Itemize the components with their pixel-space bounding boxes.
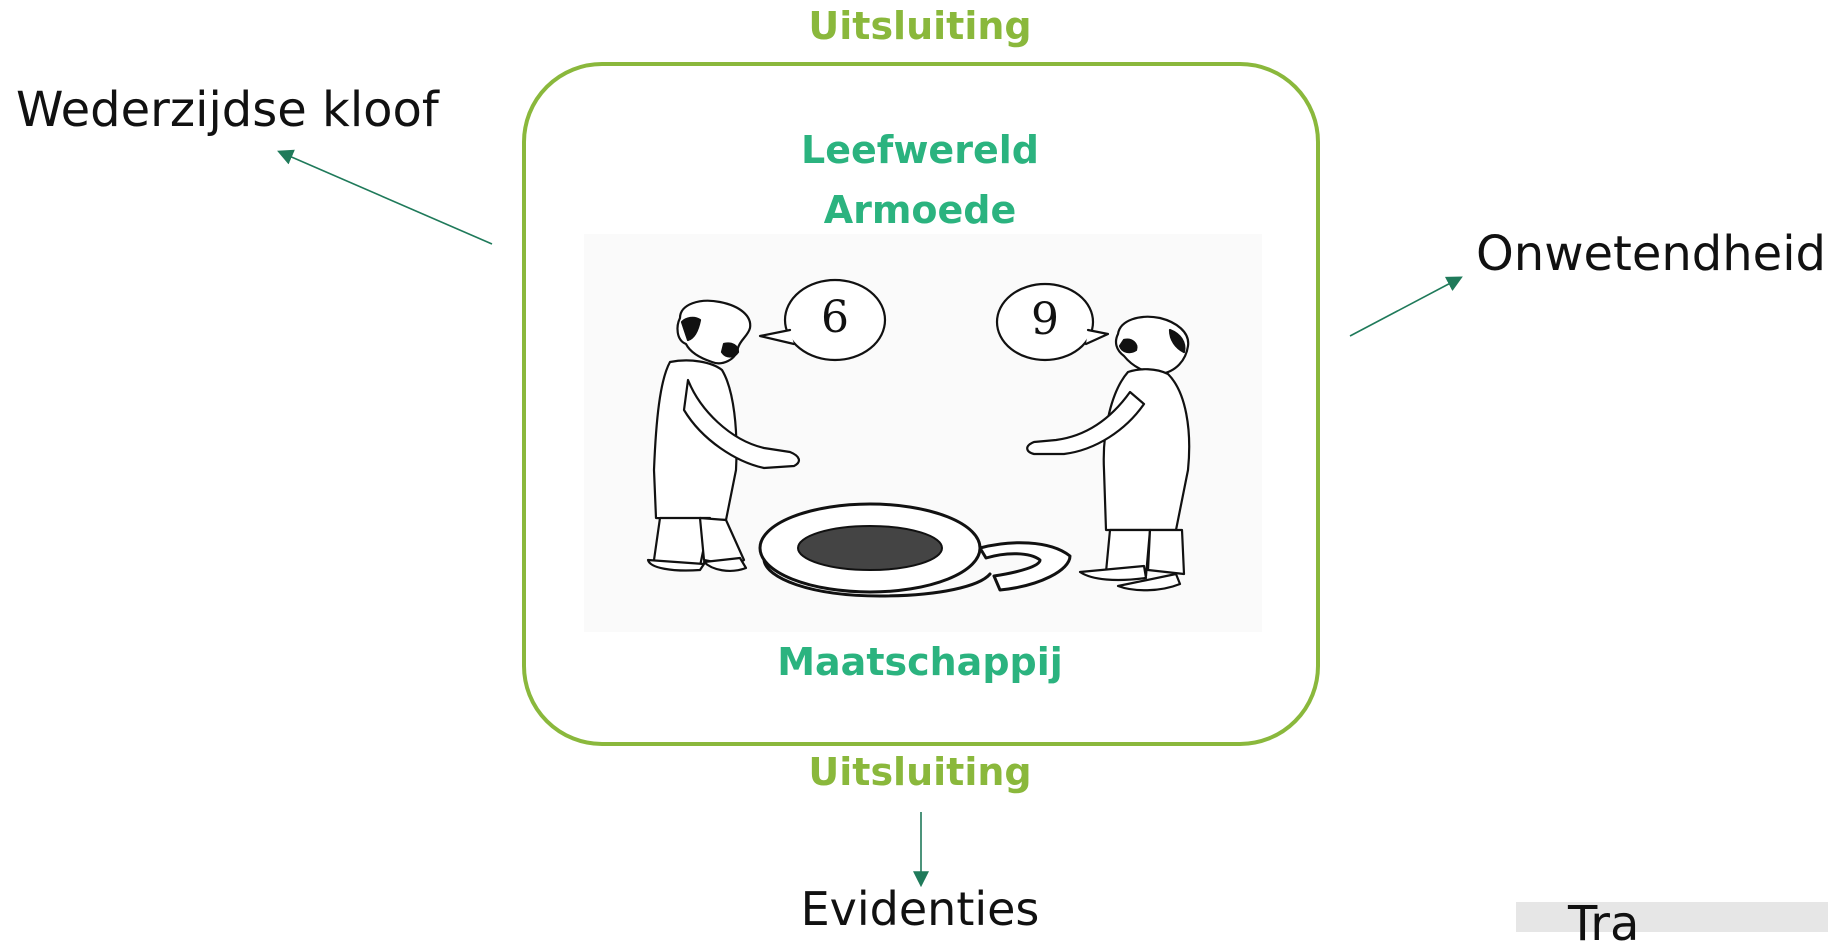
speech-bubble-left-digit: 6 xyxy=(821,292,849,343)
speech-bubble-right xyxy=(995,282,1110,362)
speech-bubble-left xyxy=(758,278,887,362)
bottom-label-uitsluiting: Uitsluiting xyxy=(808,750,1032,794)
inner-label-maatschappij: Maatschappij xyxy=(777,640,1063,684)
inner-label-armoede: Armoede xyxy=(823,188,1017,232)
diagram-overlay xyxy=(277,149,1463,888)
floor-numeral xyxy=(758,502,1072,598)
arrow-to-wederzijdse-kloof xyxy=(277,149,493,245)
right-label-onwetendheid: Onwetendheid xyxy=(1476,226,1826,282)
right-person-figure xyxy=(1026,315,1191,592)
speech-bubble-right-digit: 9 xyxy=(1031,294,1059,345)
six-nine-illustration xyxy=(584,234,1262,632)
rounded-frame xyxy=(522,62,1320,746)
left-label-wederzijdse-kloof: Wederzijdse kloof xyxy=(16,82,439,138)
top-label-uitsluiting: Uitsluiting xyxy=(808,4,1032,48)
inner-label-leefwereld: Leefwereld xyxy=(801,128,1039,172)
left-person-figure xyxy=(646,299,800,572)
below-label-evidenties: Evidenties xyxy=(800,882,1040,936)
arrow-to-onwetendheid xyxy=(1349,276,1463,337)
